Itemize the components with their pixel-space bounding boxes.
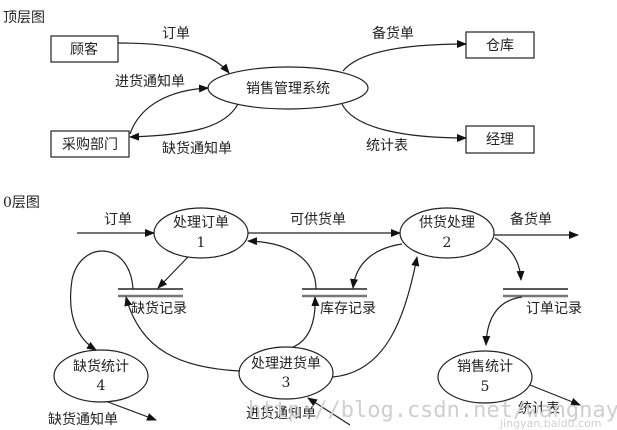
entity-manager-label: 经理 [486,132,514,148]
entity-purchasing-label: 采购部门 [62,137,118,153]
flow-p5-stat-label: 统计表 [518,401,560,417]
flow-stat-arrow [341,103,467,142]
store-orders [503,288,568,298]
flow-inventory-to-p1 [247,237,317,290]
flow-orders-to-p5 [482,296,523,346]
flow-shortage-label: 缺货通知单 [162,140,232,157]
flow-p3-to-shortage [124,296,241,372]
flow-restock-label: 进货通知单 [115,73,185,90]
flow-restock-in-arrow [307,397,351,426]
store-inventory [302,288,367,298]
entity-customer-label: 顾客 [70,41,98,58]
flow-p4-notice-arrow [107,401,157,421]
process-1-name: 处理订单 [173,215,229,231]
flow-p1-to-shortage [157,256,189,289]
flow-stocklist0-label: 备货单 [510,211,552,228]
flow-p3-to-inventory [292,296,320,348]
entity-warehouse [465,31,535,59]
process-4-name: 缺货统计 [73,358,129,375]
process-3-num: 3 [282,375,291,391]
level0-title: 0层图 [3,195,40,211]
process-4 [53,349,149,403]
flow-available-label: 可供货单 [290,211,346,228]
flow-order-label: 订单 [162,26,190,42]
flow-order-in-label: 订单 [104,212,132,228]
process-sales-system-label: 销售管理系统 [246,81,330,97]
watermark-brand: jingyan.baidu.com [499,417,602,430]
store-orders-label: 订单记录 [526,301,582,317]
flow-p5-stat-arrow [529,384,581,406]
process-5-num: 5 [481,379,490,395]
process-1-num: 1 [197,235,206,251]
entity-purchasing [50,130,130,158]
process-2-num: 2 [443,235,452,251]
process-3 [238,346,334,400]
entity-manager [465,125,535,154]
flow-stocklist-arrow [342,40,467,72]
top-level-title: 顶层图 [3,10,45,26]
process-2-name: 供货处理 [419,214,475,231]
flow-order-arrow [117,42,230,74]
flow-stat-label: 统计表 [366,138,408,154]
flow-restock-arrow [129,84,209,135]
entity-warehouse-label: 仓库 [486,38,514,54]
flow-shortage-to-p4 [70,250,134,351]
flow-p2-to-orders [494,237,525,281]
flow-shortage-arrow [129,103,239,141]
flow-p4-notice-label: 缺货通知单 [48,411,118,428]
entity-customer [50,35,119,63]
process-5-name: 销售统计 [457,359,513,375]
flow-restock-in-label: 进货通知单 [246,405,316,422]
flow-p3-to-p2 [332,256,420,378]
flow-stocklist-label: 备货单 [372,25,414,42]
store-inventory-label: 库存记录 [320,301,376,317]
store-shortage [118,288,183,298]
process-5 [437,350,533,404]
store-shortage-label: 缺货记录 [131,300,187,317]
watermark-url: http://blog.csdn.net/wangnayu [248,398,617,423]
process-3-name: 处理进货单 [251,355,321,372]
flow-p2-to-inventory [350,243,403,289]
process-4-num: 4 [97,378,106,394]
